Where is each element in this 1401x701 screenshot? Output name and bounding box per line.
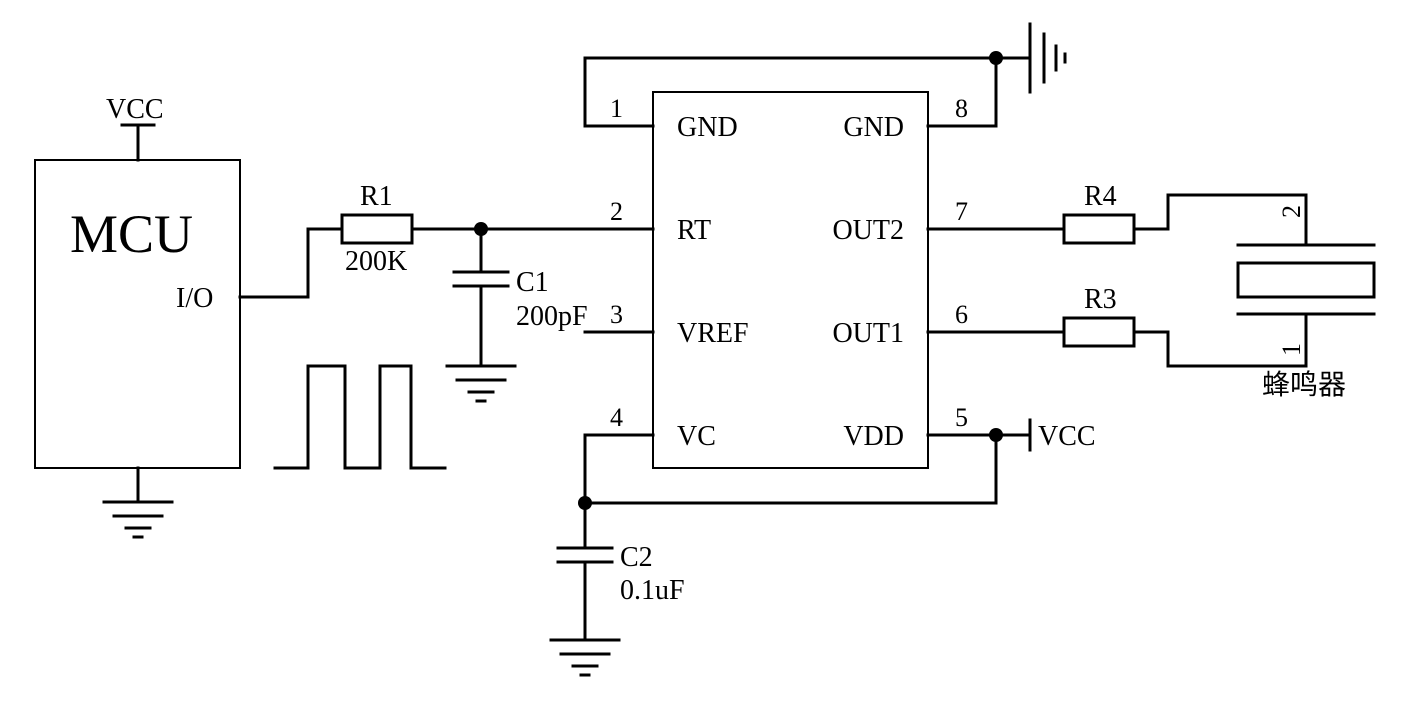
r4-name: R4 — [1084, 181, 1117, 212]
ic-pin5-name: VDD — [843, 421, 904, 452]
mcu-title: MCU — [70, 204, 193, 264]
ic-pin2-name: RT — [677, 215, 711, 246]
mcu-vcc-label: VCC — [106, 94, 164, 125]
ic-pin6-name: OUT1 — [832, 318, 904, 349]
pin1-ground-wire — [583, 56, 1032, 128]
c2-name: C2 — [620, 542, 653, 573]
r4-to-buzzer-wire — [1132, 193, 1308, 247]
ic-pin6-number: 6 — [955, 300, 968, 329]
ic-pin3-number: 3 — [610, 300, 623, 329]
junction-dot-gnd — [989, 51, 1003, 65]
resistor-r1: R1 200K — [340, 181, 414, 277]
ic-body — [652, 91, 929, 469]
r1-name: R1 — [360, 181, 393, 212]
ic-pin3-name: VREF — [677, 318, 749, 349]
ic-pin8-number: 8 — [955, 94, 968, 123]
vdd-vcc-label: VCC — [1038, 421, 1096, 452]
capacitor-c1: C1 200pF — [452, 227, 588, 368]
mcu-block: MCU I/O VCC — [34, 94, 241, 539]
ic-pin5-number: 5 — [955, 403, 968, 432]
r3-name: R3 — [1084, 284, 1117, 315]
driver-ic: GND RT VREF VC GND OUT2 OUT1 VDD 1 2 3 4… — [610, 91, 968, 469]
c2-value: 0.1uF — [620, 575, 685, 606]
r3-to-buzzer-wire — [1132, 312, 1308, 368]
mcu-io-label: I/O — [176, 283, 213, 314]
ic-pin1-name: GND — [677, 112, 738, 143]
c2-ground-symbol — [549, 638, 621, 677]
ic-pin2-number: 2 — [610, 197, 623, 226]
c1-value: 200pF — [516, 301, 588, 332]
c1-name: C1 — [516, 267, 549, 298]
buzzer-pin1-number: 1 — [1277, 343, 1306, 356]
resistor-r3: R3 — [1062, 284, 1136, 348]
pin8-ground-wire — [926, 56, 998, 128]
c1-ground-symbol — [445, 364, 517, 403]
pin4-wire — [583, 433, 655, 550]
ic-pin8-name: GND — [843, 112, 904, 143]
top-ground-symbol — [1028, 22, 1067, 94]
ic-pin1-number: 1 — [610, 94, 623, 123]
pulse-waveform — [273, 364, 447, 470]
capacitor-c2: C2 0.1uF — [556, 542, 685, 642]
resistor-r4: R4 — [1062, 181, 1136, 245]
ic-pin4-number: 4 — [610, 403, 623, 432]
buzzer-element — [1236, 261, 1376, 299]
r1-value: 200K — [345, 246, 407, 277]
ic-pin7-name: OUT2 — [832, 215, 904, 246]
buzzer-label: 蜂鸣器 — [1262, 368, 1346, 401]
junction-dot-vdd — [989, 428, 1003, 442]
ic-pin7-number: 7 — [955, 197, 968, 226]
buzzer-pin2-number: 2 — [1277, 205, 1306, 218]
ic-pin4-name: VC — [677, 421, 716, 452]
junction-dot-vc — [578, 496, 592, 510]
pin5-wire — [926, 433, 998, 505]
mcu-ground-symbol — [102, 466, 174, 539]
io-to-r1-wire — [238, 227, 344, 299]
buzzer: 2 1 蜂鸣器 — [1236, 205, 1376, 401]
